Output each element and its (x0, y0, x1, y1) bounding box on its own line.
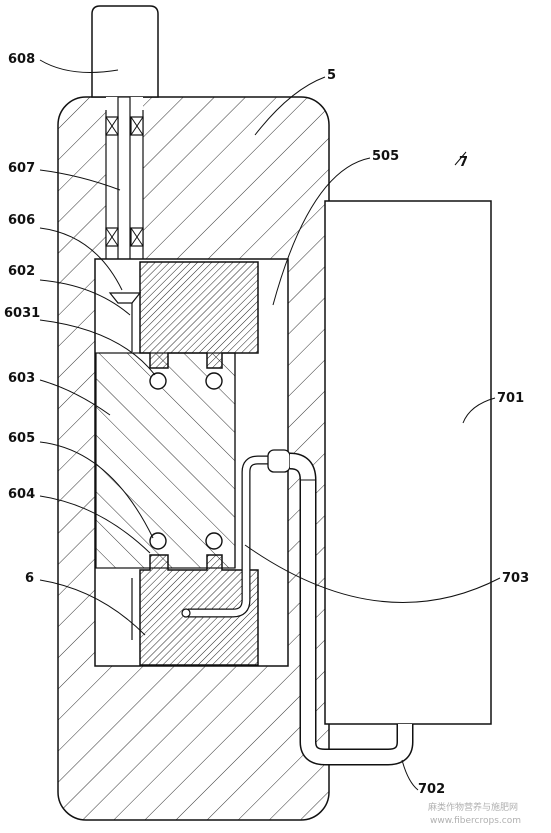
label-702: 702 (418, 782, 445, 797)
bearing-upper-icon (105, 116, 144, 136)
label-602: 602 (8, 264, 35, 279)
callout-labels: 608 5 505 7 607 606 602 6031 603 701 605… (4, 52, 529, 797)
label-604: 604 (8, 487, 35, 502)
upper-slider-602 (139, 261, 259, 369)
device-701 (324, 200, 492, 725)
watermark-line1: 麻类作物营养与施肥网 (428, 801, 518, 813)
label-701: 701 (497, 391, 524, 406)
label-505: 505 (372, 149, 399, 164)
label-607: 607 (8, 161, 35, 176)
label-606: 606 (8, 213, 35, 228)
watermark-line2: www.fibercrops.com (430, 816, 521, 826)
motor-608 (91, 5, 159, 98)
label-5: 5 (327, 68, 336, 83)
label-608: 608 (8, 52, 35, 67)
pipe-703 (181, 449, 414, 766)
bearing-lower-icon (105, 227, 144, 247)
label-605: 605 (8, 431, 35, 446)
label-703: 703 (502, 571, 529, 586)
label-603: 603 (8, 371, 35, 386)
drive-nut-606 (108, 292, 142, 352)
watermark: 麻类作物营养与施肥网 www.fibercrops.com (428, 801, 521, 826)
balls (149, 372, 223, 550)
label-6: 6 (25, 571, 34, 586)
label-7: 7 (459, 155, 468, 170)
leader-lines (39, 59, 501, 791)
label-6031: 6031 (4, 306, 40, 321)
